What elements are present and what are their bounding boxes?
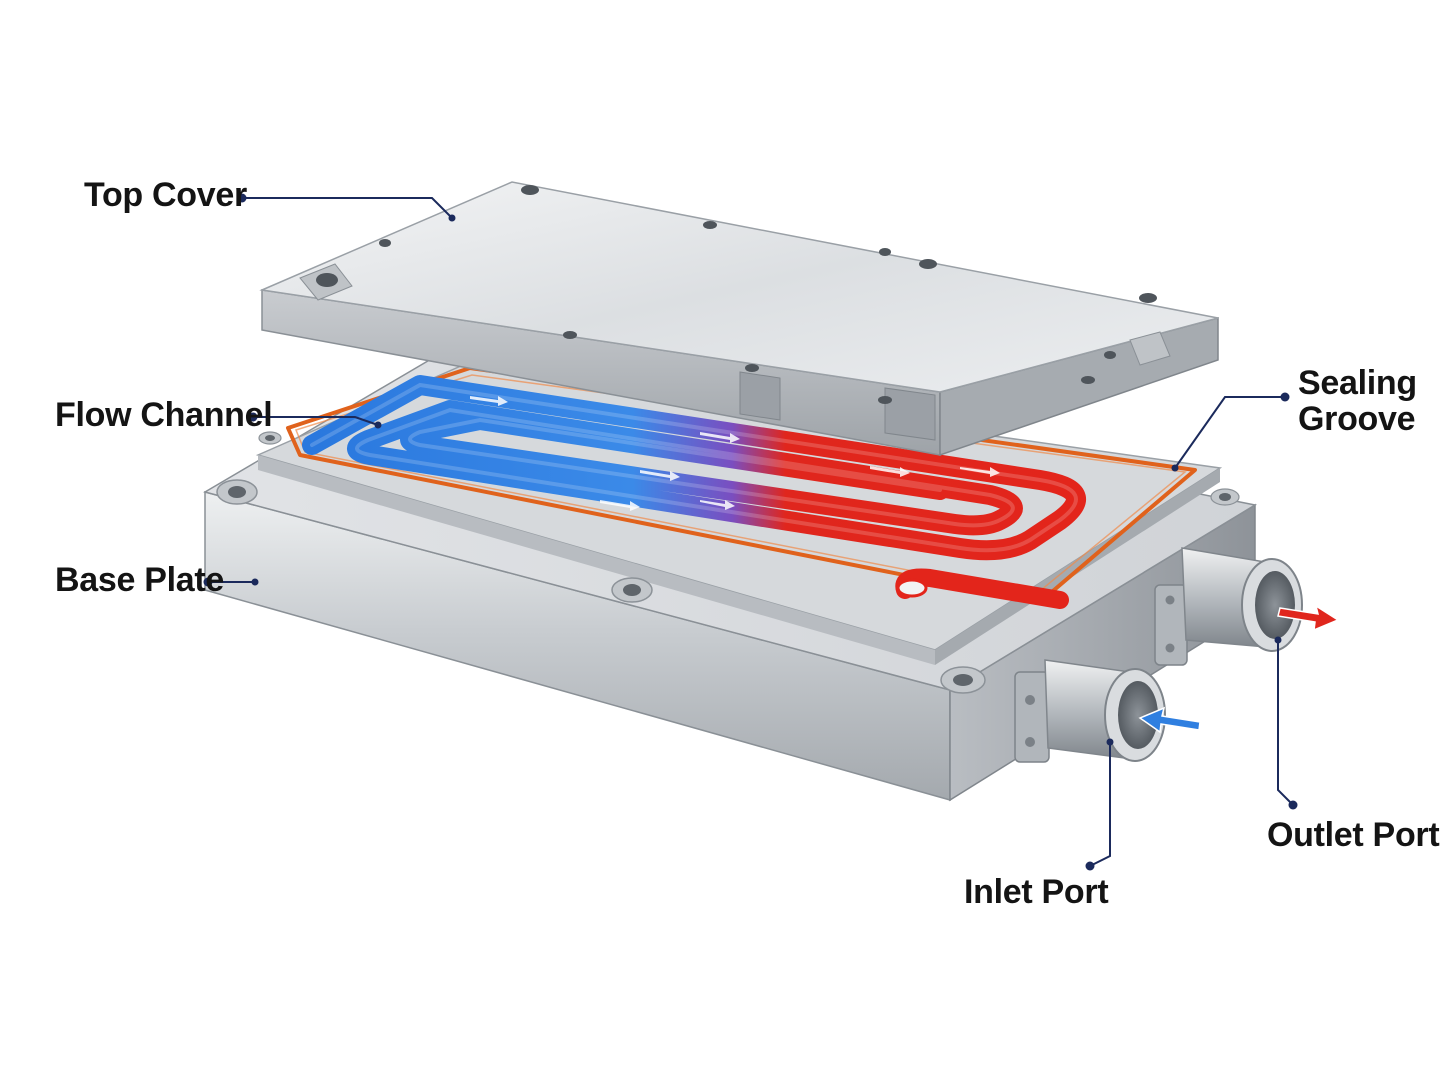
outlet-port [1154,547,1340,666]
top-cover-top-face [259,181,1219,393]
label-top-cover: Top Cover [84,176,247,214]
flow-direction-arrow-icon [470,396,1000,511]
label-sealing-groove-line1: Sealing [1298,364,1417,402]
mounting-hole [1210,488,1240,506]
label-base-plate: Base Plate [55,561,224,599]
coolant-serpentine-path [302,375,1086,561]
label-outlet-port: Outlet Port [1267,816,1440,854]
mounting-hole [611,577,653,603]
flow-channel [302,375,1086,609]
mounting-hole [940,666,986,694]
leader-lines [208,197,1294,867]
label-sealing-groove: Sealing Groove [1298,364,1417,438]
mounting-hole [258,431,282,445]
leader-dots [203,193,1298,871]
label-flow-channel: Flow Channel [55,396,273,434]
outlet-arrow-icon [1277,604,1340,632]
label-inlet-port: Inlet Port [964,873,1109,911]
leader-top-cover [242,197,453,219]
top-cover [259,181,1219,457]
leader-flow-channel [253,416,379,426]
label-sealing-groove-line2: Groove [1298,399,1416,438]
leader-outlet-port [1277,640,1294,806]
cover-screw-hole [316,185,1157,404]
inlet-arrow-icon [1138,706,1201,734]
leader-inlet-port [1089,742,1111,867]
mounting-hole [216,479,258,505]
leader-sealing-groove [1174,396,1285,469]
inlet-port [1014,659,1201,763]
